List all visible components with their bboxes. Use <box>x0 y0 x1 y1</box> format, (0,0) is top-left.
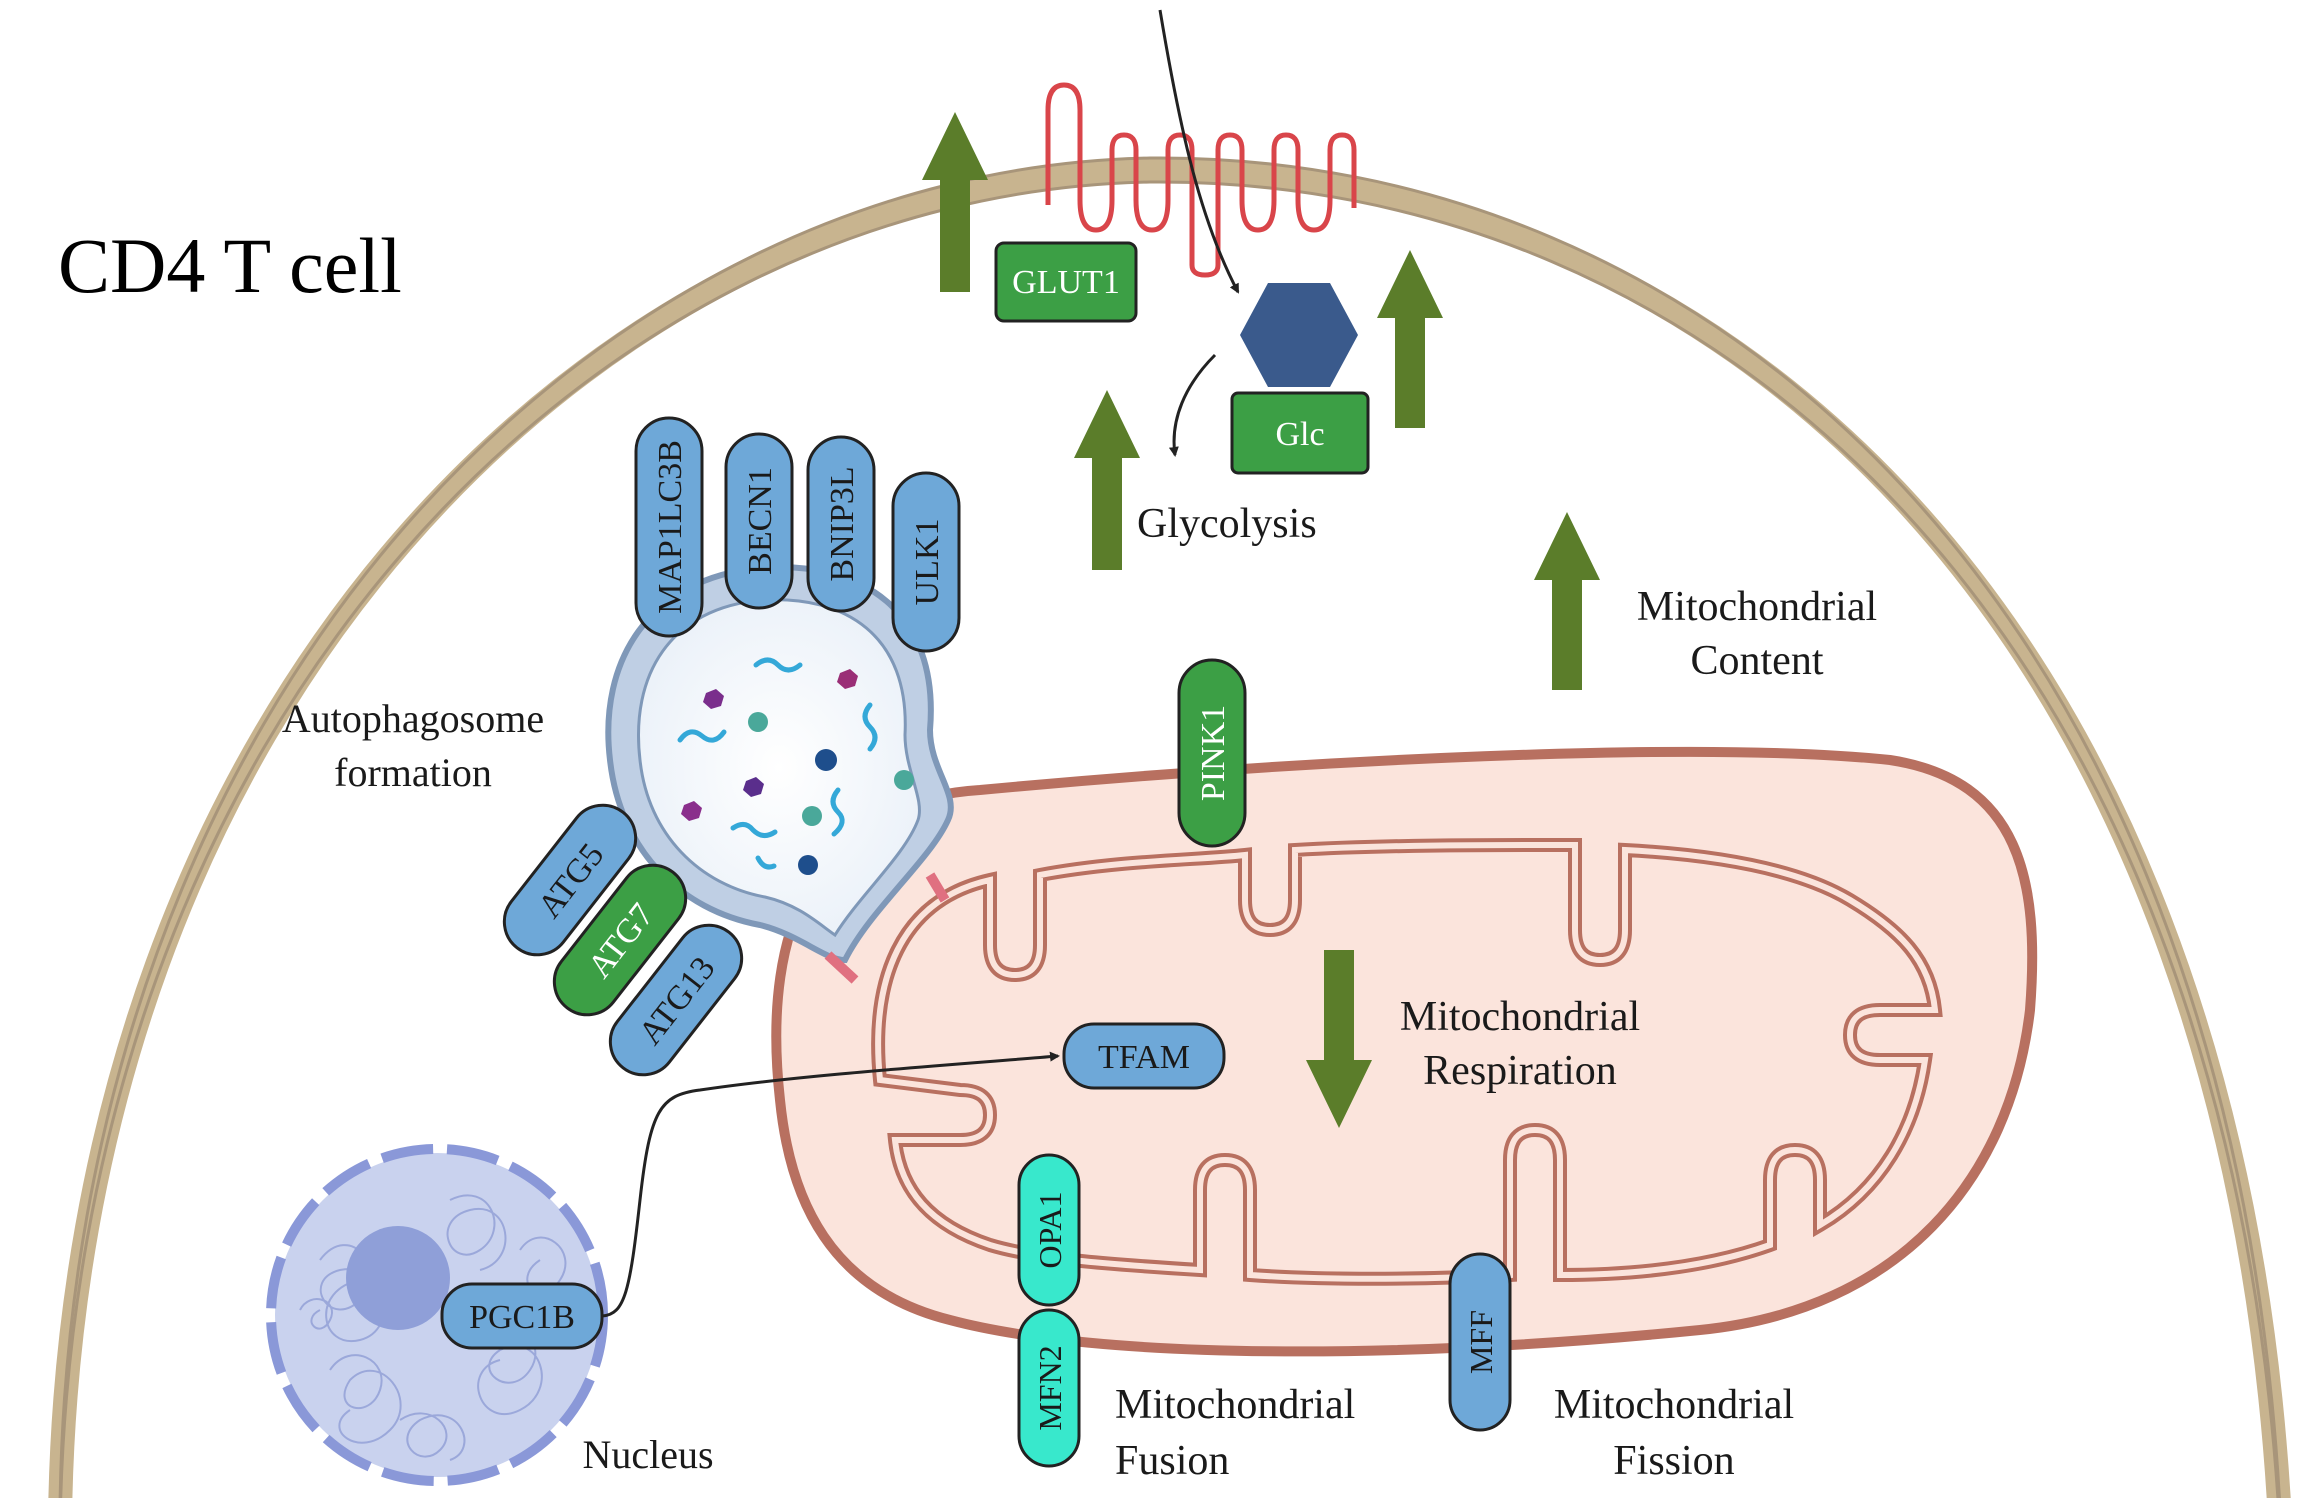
glc-up-arrow-icon <box>1377 250 1443 428</box>
mito-content-up-arrow-icon <box>1534 512 1600 690</box>
svg-text:BECN1: BECN1 <box>742 467 779 575</box>
glc-protein: Glc <box>1230 391 1370 475</box>
mito-respiration-down-arrow-icon <box>1306 950 1372 1128</box>
svg-text:Fusion: Fusion <box>1115 1438 1229 1484</box>
autophagosome <box>605 564 954 984</box>
svg-text:PINK1: PINK1 <box>1195 705 1232 801</box>
glycolysis-arrow <box>1168 353 1217 457</box>
svg-text:BNIP3L: BNIP3L <box>824 466 861 581</box>
glut1-up-arrow-icon <box>922 112 988 292</box>
mito-content-label: Mitochondrial Content <box>1637 584 1877 684</box>
glucose-entry-arrow <box>1158 9 1240 294</box>
glut1-protein: GLUT1 <box>994 241 1138 323</box>
map1lc3b-protein: MAP1LC3B <box>634 416 704 638</box>
becn1-protein: BECN1 <box>724 432 794 610</box>
pgc1b-protein: PGC1B <box>440 1282 604 1350</box>
ulk1-protein: ULK1 <box>891 471 961 653</box>
svg-text:OPA1: OPA1 <box>1032 1191 1068 1268</box>
autophagosome-label: Autophagosome formation <box>282 696 544 795</box>
mito-respiration-label: Mitochondrial Respiration <box>1400 994 1640 1094</box>
glucose-hexagon-icon <box>1240 283 1358 387</box>
svg-text:Respiration: Respiration <box>1423 1048 1617 1094</box>
cell-membrane <box>48 156 2291 1498</box>
tfam-protein: TFAM <box>1062 1022 1226 1090</box>
svg-text:Mitochondrial: Mitochondrial <box>1400 994 1640 1040</box>
svg-text:MAP1LC3B: MAP1LC3B <box>652 440 689 614</box>
pink1-protein: PINK1 <box>1177 658 1247 848</box>
opa1-protein: OPA1 <box>1017 1153 1081 1307</box>
mito-fusion-label: Mitochondrial Fusion <box>1115 1382 1355 1484</box>
glut1-transporter-icon <box>1045 82 1357 278</box>
mitochondrion <box>771 746 2038 1357</box>
svg-text:Fission: Fission <box>1613 1438 1734 1484</box>
svg-text:GLUT1: GLUT1 <box>1012 264 1120 301</box>
mff-protein: MFF <box>1448 1252 1512 1432</box>
svg-text:MFF: MFF <box>1463 1310 1499 1374</box>
svg-text:Mitochondrial: Mitochondrial <box>1115 1382 1355 1428</box>
svg-text:Glc: Glc <box>1275 416 1324 453</box>
glycolysis-label: Glycolysis <box>1137 501 1317 547</box>
svg-text:Mitochondrial: Mitochondrial <box>1554 1382 1794 1428</box>
cell-title: CD4 T cell <box>58 222 402 309</box>
pgc1b-to-tfam-arrow <box>601 1051 1060 1318</box>
nucleus-label: Nucleus <box>582 1432 713 1477</box>
svg-text:Autophagosome: Autophagosome <box>282 696 544 741</box>
svg-text:Content: Content <box>1691 638 1824 684</box>
bnip3l-protein: BNIP3L <box>806 435 876 613</box>
svg-text:PGC1B: PGC1B <box>469 1299 575 1336</box>
svg-text:MFN2: MFN2 <box>1032 1345 1068 1430</box>
svg-text:TFAM: TFAM <box>1098 1039 1190 1076</box>
svg-text:ULK1: ULK1 <box>909 519 946 606</box>
mfn2-protein: MFN2 <box>1017 1308 1081 1468</box>
mito-fission-label: Mitochondrial Fission <box>1554 1382 1794 1484</box>
svg-text:formation: formation <box>334 750 492 795</box>
glycolysis-up-arrow-icon <box>1074 390 1140 570</box>
svg-text:Mitochondrial: Mitochondrial <box>1637 584 1877 630</box>
